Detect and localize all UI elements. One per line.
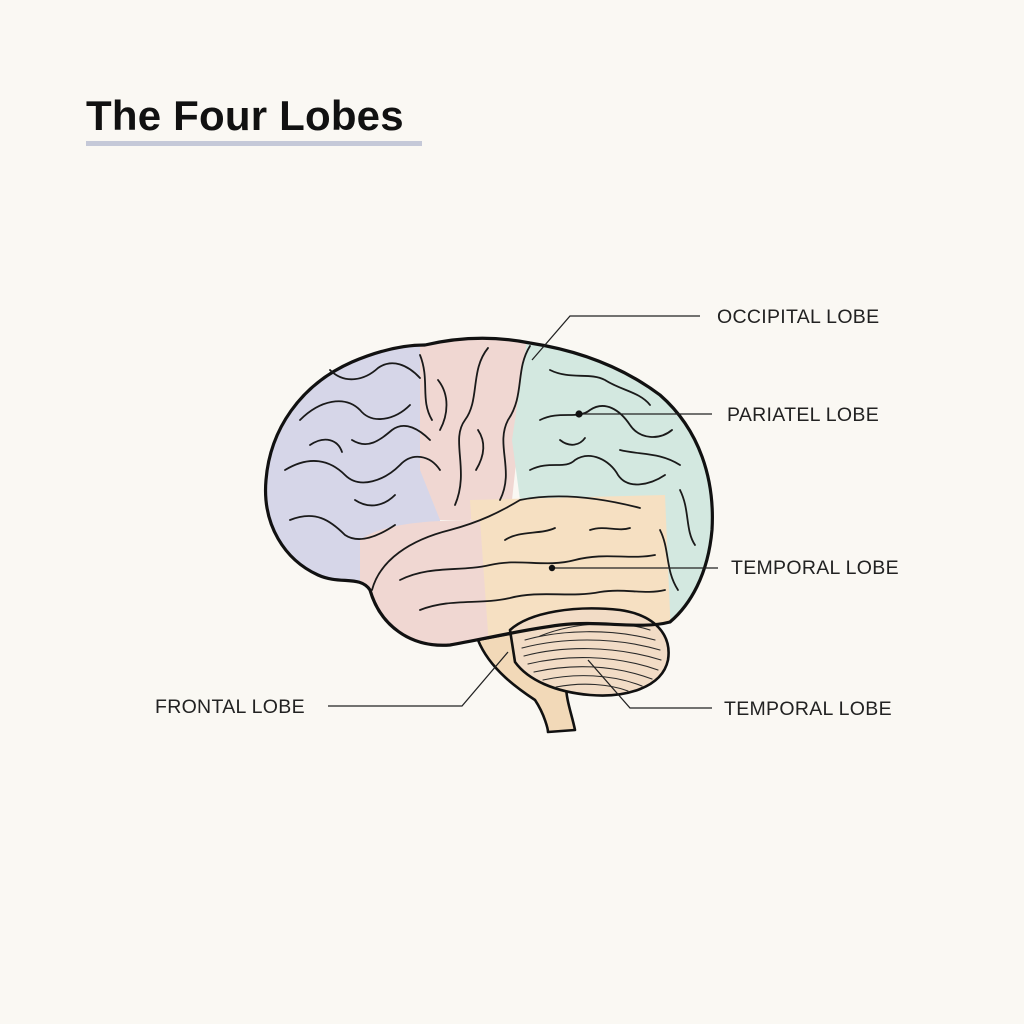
central-region [420,338,540,520]
leader-occipital [531,315,700,361]
marker-parietal [575,410,583,418]
gyri-details [284,345,696,611]
leader-frontal [328,651,509,707]
title-block: The Four Lobes [86,92,422,147]
leader-lines [328,315,718,709]
page-title: The Four Lobes [86,92,404,139]
brain-regions [265,338,713,646]
label-temporal-lower: TEMPORAL LOBE [724,698,892,720]
title-underline [86,141,422,147]
leader-temporal-lower [587,659,712,709]
label-temporal-upper: TEMPORAL LOBE [731,557,899,579]
lower-frontal-region [360,520,490,646]
brain-outline [263,336,714,647]
cerebellum-folia [521,623,662,692]
label-occipital: OCCIPITAL LOBE [717,306,879,328]
label-frontal: FRONTAL LOBE [155,696,305,718]
marker-temporal-upper [548,564,556,572]
cerebellum [508,607,670,697]
label-parietal: PARIATEL LOBE [727,404,879,426]
